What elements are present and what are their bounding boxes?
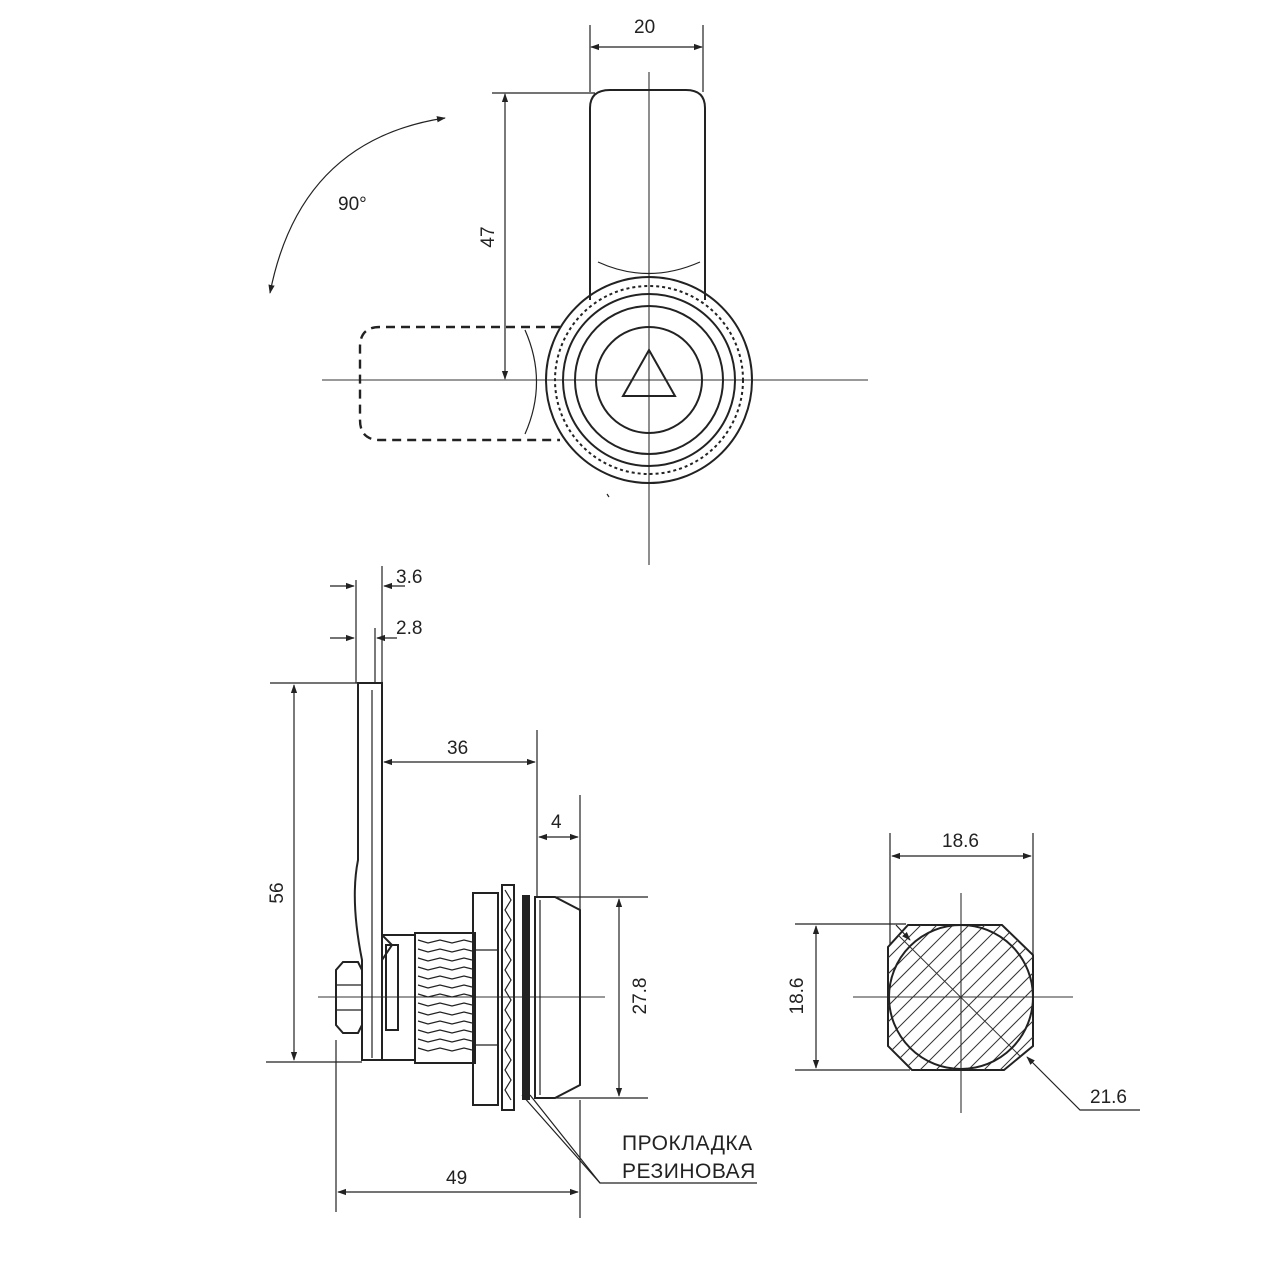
rotation-arrow-icon (268, 116, 446, 294)
dim-36-label: 36 (447, 738, 468, 759)
threaded-body (414, 932, 476, 1064)
cutout-height-label: 18.6 (787, 978, 808, 1015)
dim-4-label: 4 (551, 812, 562, 833)
gasket-note-line2: РЕЗИНОВАЯ (622, 1160, 756, 1183)
thread-marks (417, 939, 473, 1052)
lever-outline (589, 89, 706, 300)
cutout-diagonal-label: 21.6 (1090, 1087, 1127, 1108)
dim-2-8-label: 2.8 (396, 618, 422, 639)
height-47-label: 47 (478, 226, 499, 247)
cylinder-knurled-ring (545, 276, 753, 484)
dim-27-8-label: 27.8 (630, 978, 651, 1015)
cutout-view: 18.6 18.6 21.6 (787, 831, 1140, 1113)
mounting-nut (472, 892, 499, 1106)
dim-49-label: 49 (446, 1168, 467, 1189)
dim-56-label: 56 (267, 882, 288, 903)
dim-3-6-label: 3.6 (396, 567, 422, 588)
rotation-label: 90° (338, 194, 367, 215)
width-20-label: 20 (634, 17, 655, 38)
cutout-hatch (888, 925, 1033, 1070)
gasket-note-line1: ПРОКЛАДКА (622, 1132, 753, 1155)
cutout-width-label: 18.6 (942, 831, 979, 852)
rubber-gasket (522, 895, 530, 1100)
triangle-key-icon (621, 347, 677, 397)
cutout-outline (887, 924, 1034, 1071)
top-view: 90° 20 47 (268, 17, 868, 565)
lever-rotated-dashed (358, 325, 560, 442)
side-view: 3.6 2.8 56 36 4 27.8 49 ПРОКЛАДКА РЕ (266, 566, 757, 1218)
nut (335, 961, 363, 1034)
